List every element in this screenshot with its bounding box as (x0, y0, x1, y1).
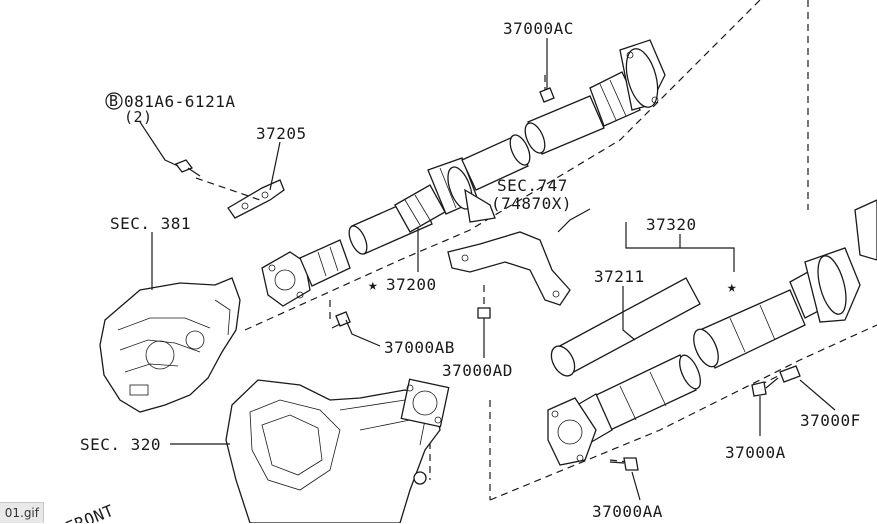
label-37000AC: 37000AC (503, 19, 574, 38)
bolt-37000A (751, 377, 779, 397)
bolt-37000AC (539, 72, 555, 103)
tube-37211 (550, 277, 701, 377)
bolt-badge-circle (105, 92, 123, 110)
label-37200: 37200 (386, 275, 437, 294)
leader-lines (139, 38, 836, 501)
star-marker-37320: ★ (727, 277, 737, 296)
bolt-37000AB (331, 311, 351, 329)
label-37000AB: 37000AB (384, 338, 455, 357)
label-37000AD: 37000AD (442, 361, 513, 380)
nut-37000F (779, 365, 801, 383)
label-37000A: 37000A (725, 443, 786, 462)
file-name-tag: 01.gif (0, 502, 44, 523)
rear-upper-shaft (524, 39, 666, 155)
part-labels: 37000AC B 081A6-6121A (2) 37205 SEC. 381… (63, 19, 861, 523)
label-081A6-6121A: 081A6-6121A (124, 92, 235, 111)
bolt-code-label: B 081A6-6121A (2) (105, 92, 235, 126)
transmission-sec381 (99, 277, 241, 413)
label-37211: 37211 (594, 267, 645, 286)
label-sec381: SEC. 381 (110, 214, 191, 233)
star-marker-37200: ★ (368, 275, 378, 294)
bracket-37205 (174, 159, 285, 219)
label-37205: 37205 (256, 124, 307, 143)
front-shaft (261, 134, 531, 307)
label-front: FRONT (63, 501, 117, 523)
label-74870X: (74870X) (491, 194, 572, 213)
rear-lower-shaft-37320 (693, 199, 877, 369)
differential-sec320 (225, 378, 450, 523)
label-sec747: SEC.747 (497, 176, 568, 195)
label-sec320: SEC. 320 (80, 435, 161, 454)
rear-lower-yoke-shaft (547, 354, 701, 466)
bracket-bolt (174, 159, 201, 177)
label-37000AA: 37000AA (592, 502, 663, 521)
label-qty-2: (2) (124, 108, 153, 126)
bolt-37000AA (609, 457, 639, 471)
bolt-37000AD (477, 307, 491, 330)
bearing-bracket-sec747 (447, 231, 571, 306)
bolt-badge-letter: B (109, 92, 119, 110)
label-37000F: 37000F (800, 411, 861, 430)
label-37320: 37320 (646, 215, 697, 234)
